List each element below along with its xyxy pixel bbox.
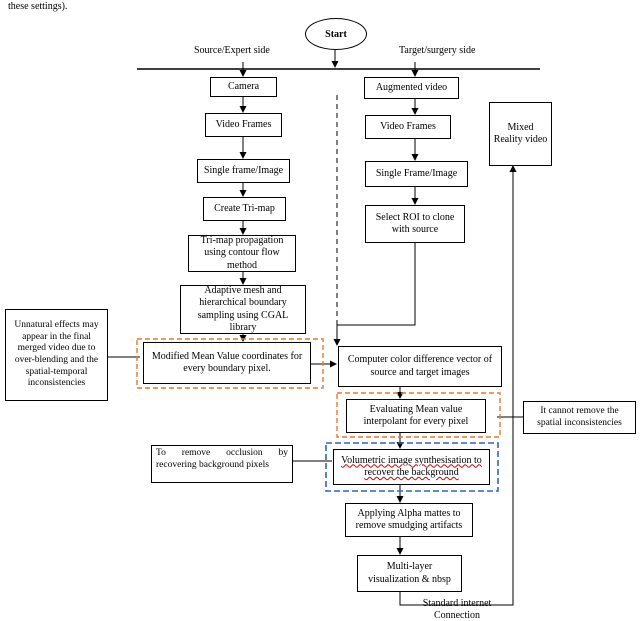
mixed-reality-video: Mixed Reality video: [489, 102, 552, 166]
start-node: Start: [305, 18, 367, 50]
highlight-volumetric: [325, 442, 499, 492]
step-alpha-mattes: Applying Alpha mattes to remove smudging…: [345, 503, 473, 537]
step-camera: Camera: [210, 77, 277, 97]
caption-fragment: these settings).: [8, 1, 68, 12]
target-side-label: Target/surgery side: [399, 45, 476, 56]
note-unnatural-effects: Unnatural effects may appear in the fina…: [5, 309, 108, 401]
highlight-modified-mvc: [136, 338, 324, 389]
step-multilayer-visualization: Multi-layer visualization & nbsp: [357, 555, 462, 592]
source-side-label: Source/Expert side: [194, 45, 270, 56]
step-adaptive-mesh: Adaptive mesh and hierarchical boundary …: [180, 285, 306, 334]
step-source-video-frames: Video Frames: [205, 113, 282, 137]
step-modified-mvc: Modified Mean Value coordinates for ever…: [143, 342, 311, 384]
connection-label: Standard internet Connection: [422, 598, 492, 621]
step-select-roi: Select ROI to clone with source: [365, 205, 465, 243]
step-evaluating-mean-value: Evaluating Mean value interpolant for ev…: [346, 399, 486, 433]
note-spatial-inconsistencies: It cannot remove the spatial inconsisten…: [523, 401, 636, 434]
step-source-single-frame: Single frame/Image: [197, 159, 290, 183]
step-target-video-frames: Video Frames: [365, 115, 451, 139]
step-color-difference: Computer color difference vector of sour…: [338, 346, 502, 387]
step-volumetric-synthesis: Volumetric image synthesisation to recov…: [333, 449, 490, 485]
step-target-single-frame: Single Frame/Image: [365, 161, 468, 187]
highlight-evaluating: [336, 392, 501, 438]
step-augmented-video: Augmented video: [364, 77, 459, 99]
note-remove-occlusion: To remove occlusion by recovering backgr…: [151, 445, 293, 483]
step-create-trimap: Create Tri-map: [203, 197, 286, 221]
step-trimap-propagation: Tri-map propagation using contour flow m…: [188, 235, 296, 272]
volumetric-text: Volumetric image synthesisation to recov…: [341, 454, 482, 479]
